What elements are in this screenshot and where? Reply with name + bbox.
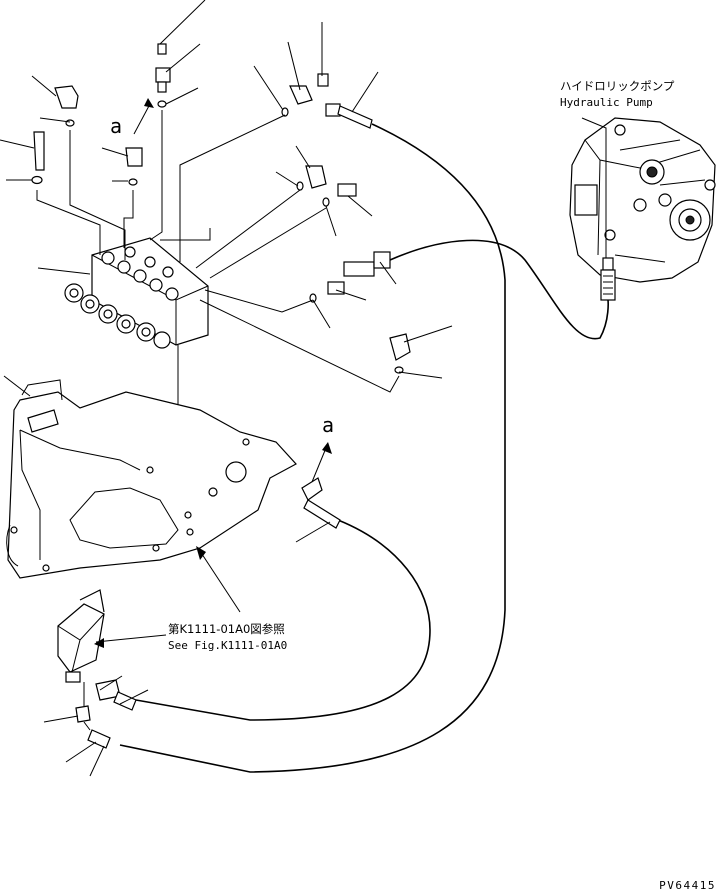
valve-fittings — [31, 43, 411, 374]
figure-reference-en: See Fig.K1111-01A0 — [168, 639, 287, 652]
pump-label-jp: ハイドロリックポンプ — [560, 79, 675, 93]
ref-label-a-top: a — [110, 114, 122, 138]
mounting-plate — [6, 379, 297, 579]
control-valve — [64, 237, 209, 349]
valve-piping — [36, 110, 400, 435]
reference-arrow-top — [133, 98, 154, 135]
hydraulic-pump — [569, 117, 716, 301]
pump-label-en: Hydraulic Pump — [560, 96, 653, 109]
pilot-valve-bracket — [57, 589, 137, 749]
drawing-code: PV64415 — [659, 879, 716, 892]
reference-arrow-mid — [311, 442, 332, 483]
callout-arrow-plate — [196, 546, 206, 560]
callout-arrow-bracket — [94, 638, 104, 648]
ref-label-a-mid: a — [322, 413, 334, 437]
leader-lines — [0, 0, 607, 777]
figure-reference-jp: 第K1111-01A0図参照 — [168, 622, 285, 636]
hydraulic-hoses — [119, 123, 609, 773]
